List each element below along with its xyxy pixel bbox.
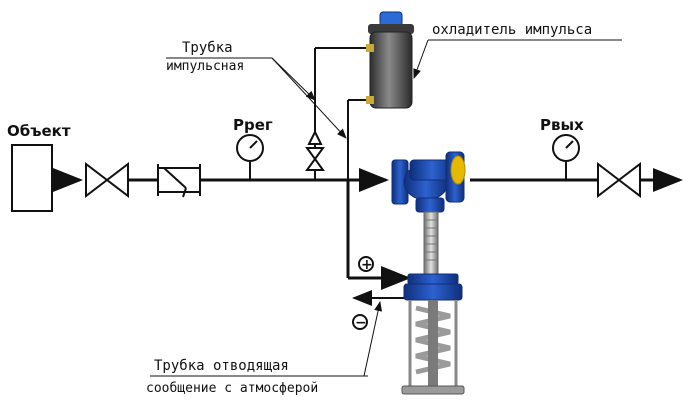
cooler-leader: [413, 39, 429, 79]
impulse-tube-label-1: Трубка: [182, 40, 233, 56]
svg-text:−: −: [355, 315, 367, 331]
minus-marker: −: [352, 314, 368, 331]
drain-leader: [363, 301, 383, 377]
impulse-leader-1: [271, 57, 316, 101]
gauge-icon: [236, 134, 264, 180]
gate-valve-icon: [85, 161, 129, 199]
p-reg-label: Pрег: [233, 116, 273, 134]
pressure-regulator-icon: [391, 151, 466, 395]
impulse-cooler-icon: [366, 11, 414, 109]
drain-tube-label-1: Трубка отводящая: [154, 358, 289, 374]
gauge-out-icon: [552, 134, 580, 180]
impulse-tube-label-2: импульсная: [166, 59, 244, 74]
impulse-leader-2: [271, 57, 347, 139]
needle-valve-icon: [305, 129, 325, 171]
svg-text:+: +: [361, 257, 373, 273]
strainer-icon: [157, 164, 201, 198]
impulse-line: [314, 47, 411, 290]
drain-tube-label-2: сообщение с атмосферой: [146, 381, 318, 396]
object-label: Объект: [7, 122, 71, 140]
plus-marker: +: [358, 256, 374, 273]
p-out-label: Pвых: [540, 116, 584, 134]
cooler-label: охладитель импульса: [432, 22, 592, 38]
gate-valve-out-icon: [597, 161, 641, 199]
object-box: [11, 144, 53, 212]
